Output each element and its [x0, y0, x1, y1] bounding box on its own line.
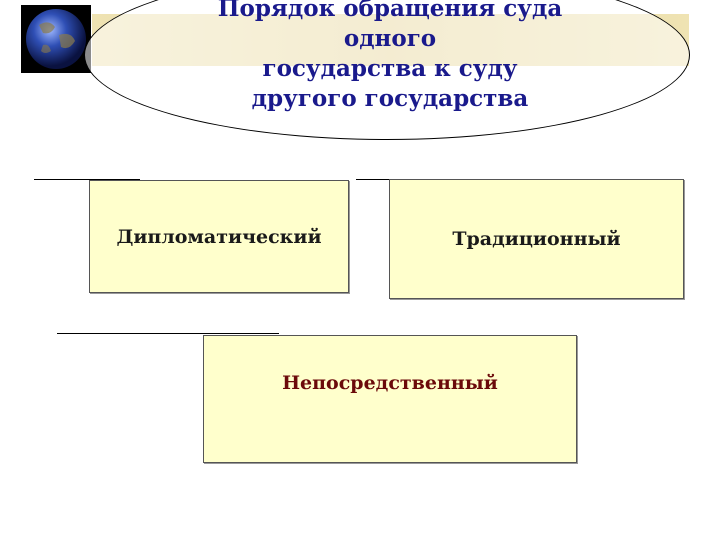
globe-icon: [21, 5, 91, 73]
title-line-2: одного: [343, 25, 437, 52]
connector-line-diplomatic: [34, 179, 140, 180]
title-line-4: другого государства: [251, 85, 529, 112]
title-line-3: государства к суду: [262, 55, 518, 82]
diagram-title: Порядок обращения суда одного государств…: [150, 0, 630, 114]
box-traditional: Традиционный: [389, 179, 684, 299]
box-diplomatic: Дипломатический: [89, 180, 349, 293]
connector-line-direct: [57, 333, 279, 334]
title-line-1: Порядок обращения суда: [217, 0, 563, 22]
box-direct: Непосредственный: [203, 335, 577, 463]
title-ellipse: [84, 0, 690, 140]
